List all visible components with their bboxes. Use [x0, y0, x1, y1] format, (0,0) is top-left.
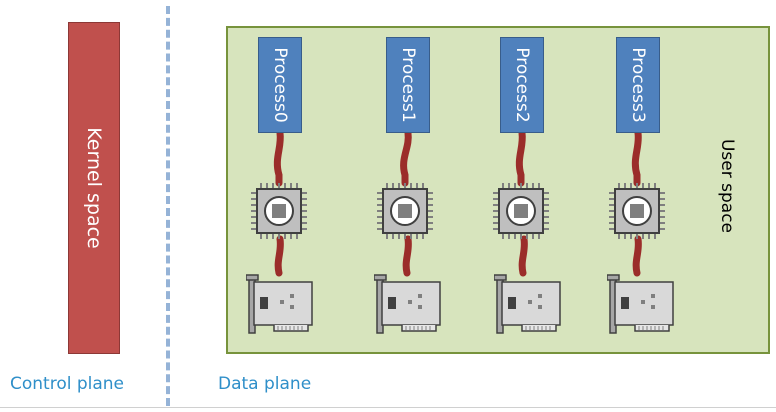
cable-1-bottom — [402, 235, 412, 277]
cable-0-top — [273, 129, 284, 187]
network-card-icon — [494, 274, 561, 334]
process-label-3: Process3 — [628, 47, 648, 123]
process-label-2: Process2 — [512, 47, 532, 123]
plane-divider — [166, 6, 170, 406]
control-plane-label: Control plane — [10, 374, 125, 394]
cable-1-top — [400, 129, 412, 187]
network-card-icon — [246, 274, 313, 334]
bottom-rule — [0, 407, 776, 408]
cable-2-bottom — [518, 235, 528, 277]
user-space-label: User space — [717, 138, 737, 234]
kernel-space-box: Kernel space — [68, 22, 120, 354]
data-plane-label: Data plane — [218, 374, 312, 394]
cpu-chip-icon — [493, 183, 549, 239]
network-card-icon — [607, 274, 674, 334]
cable-3-bottom — [632, 235, 642, 277]
cpu-chip-icon — [377, 183, 433, 239]
cable-2-top — [515, 129, 526, 187]
process-box-1: Process1 — [386, 37, 430, 133]
cpu-chip-icon — [609, 183, 665, 239]
process-label-1: Process1 — [398, 47, 418, 123]
cpu-chip-icon — [251, 183, 307, 239]
process-label-0: Process0 — [270, 47, 290, 123]
cable-0-bottom — [274, 235, 284, 277]
process-box-0: Process0 — [258, 37, 302, 133]
cable-3-top — [631, 129, 642, 187]
process-box-2: Process2 — [500, 37, 544, 133]
process-box-3: Process3 — [616, 37, 660, 133]
network-card-icon — [374, 274, 441, 334]
